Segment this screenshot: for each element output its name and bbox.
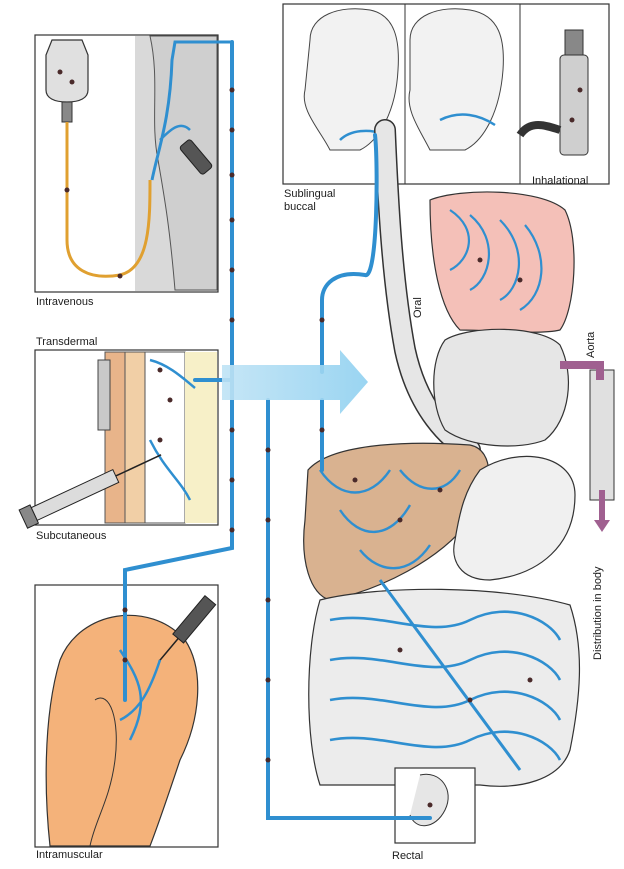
label-transdermal: Transdermal (36, 336, 97, 349)
central-flow-arrow (222, 350, 368, 414)
transdermal-panel (19, 350, 218, 528)
label-inhalational: Inhalational (532, 175, 588, 188)
label-intravenous: Intravenous (36, 296, 93, 309)
label-rectal: Rectal (392, 850, 423, 863)
label-intramuscular: Intramuscular (36, 849, 103, 862)
intravenous-panel (35, 35, 232, 292)
label-subcutaneous: Subcutaneous (36, 530, 106, 543)
label-aorta: Aorta (585, 332, 598, 358)
intestines (309, 580, 580, 786)
label-buccal: buccal (284, 201, 316, 214)
label-oral: Oral (412, 297, 425, 318)
head-panel (283, 4, 609, 184)
label-sublingual: Sublingual (284, 188, 335, 201)
rectal-panel (395, 768, 475, 843)
label-distribution-in-body: Distribution in body (592, 566, 605, 660)
lung (430, 192, 574, 332)
